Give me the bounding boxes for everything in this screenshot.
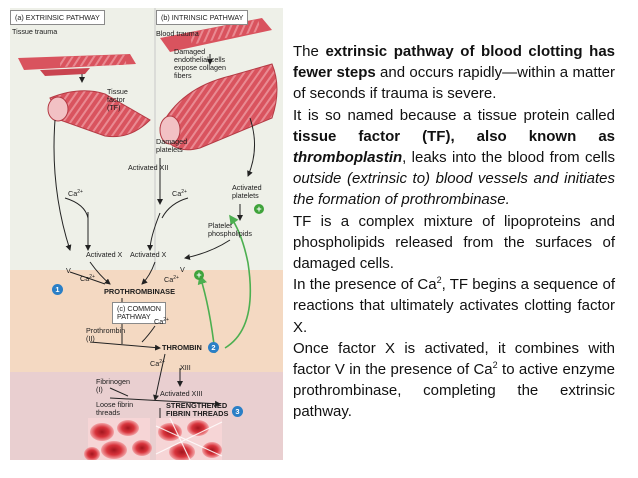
body-text: The extrinsic pathway of blood clotting … (293, 41, 615, 423)
plus-icon-2: + (194, 270, 204, 280)
loose-fibrin-image (84, 418, 152, 460)
ca-label-1: Ca2+ (68, 189, 83, 198)
panel-a-label: (a) EXTRINSIC PATHWAY (10, 10, 105, 25)
platelet-phospholipids-label: Platelet phospholipids (208, 221, 252, 238)
xiii-label: XIII (180, 363, 191, 372)
activated-xii-label: Activated XII (128, 163, 169, 172)
ca-label-3: Ca2+ (80, 274, 95, 283)
damaged-blood-vessel (159, 63, 278, 151)
fibrinogen-label: Fibrinogen (I) (96, 377, 130, 394)
clotting-pathway-figure: (a) EXTRINSIC PATHWAY (b) INTRINSIC PATH… (10, 8, 283, 460)
prothrombinase-label: PROTHROMBINASE (104, 287, 176, 296)
ca-label-2: Ca2+ (172, 189, 187, 198)
panel-c-label: (c) COMMON PATHWAY (112, 302, 166, 324)
tissue-vessel (18, 54, 136, 76)
loose-fibrin-label: Loose fibrin threads (96, 400, 134, 417)
ca-label-4: Ca2+ (164, 275, 179, 284)
thrombin-feedback-arrow (224, 214, 252, 349)
paragraph-4: In the presence of Ca2, TF begins a sequ… (293, 275, 615, 336)
paragraph-3: TF is a complex mixture of lipoproteins … (293, 212, 615, 273)
ca-label-5: Ca2+ (154, 317, 169, 326)
step-1-badge: 1 (52, 284, 63, 295)
damaged-tissue-cells (47, 90, 151, 138)
plus-icon: + (254, 204, 264, 214)
damaged-cells-label: Damaged endothelial cells expose collage… (174, 47, 226, 80)
damaged-platelets-label: Damaged platelets (156, 137, 188, 154)
ca-label-6: Ca2+ (150, 359, 165, 368)
prothrombin-label: Prothrombin (II) (86, 326, 126, 343)
paragraph-2: It is so named because a tissue protein … (293, 106, 615, 209)
v-label-2: V (180, 265, 185, 274)
strengthened-fibrin-label: STRENGTHENED FIBRIN THREADS (166, 401, 229, 418)
step-3-badge: 3 (232, 406, 243, 417)
activated-x-label-2: Activated X (130, 250, 167, 259)
blood-vessel (160, 18, 272, 52)
thrombin-label: THROMBIN (162, 343, 202, 352)
panel-b-label: (b) INTRINSIC PATHWAY (156, 10, 249, 25)
extrinsic-intrinsic-bg (10, 8, 283, 270)
tissue-factor-label: Tissue factor (TF) (107, 87, 128, 112)
tissue-trauma-label: Tissue trauma (12, 27, 58, 36)
activated-platelets-label: Activated platelets (232, 183, 262, 200)
activated-xiii-label: Activated XIII (160, 389, 203, 398)
paragraph-5: Once factor X is activated, it combines … (293, 339, 615, 421)
paragraph-1: The extrinsic pathway of blood clotting … (293, 43, 616, 103)
strengthened-fibrin-image (155, 417, 223, 460)
step-2-badge: 2 (208, 342, 219, 353)
v-label-1: V (66, 266, 71, 275)
blood-trauma-label: Blood trauma (156, 29, 199, 38)
activated-x-label-1: Activated X (86, 250, 123, 259)
